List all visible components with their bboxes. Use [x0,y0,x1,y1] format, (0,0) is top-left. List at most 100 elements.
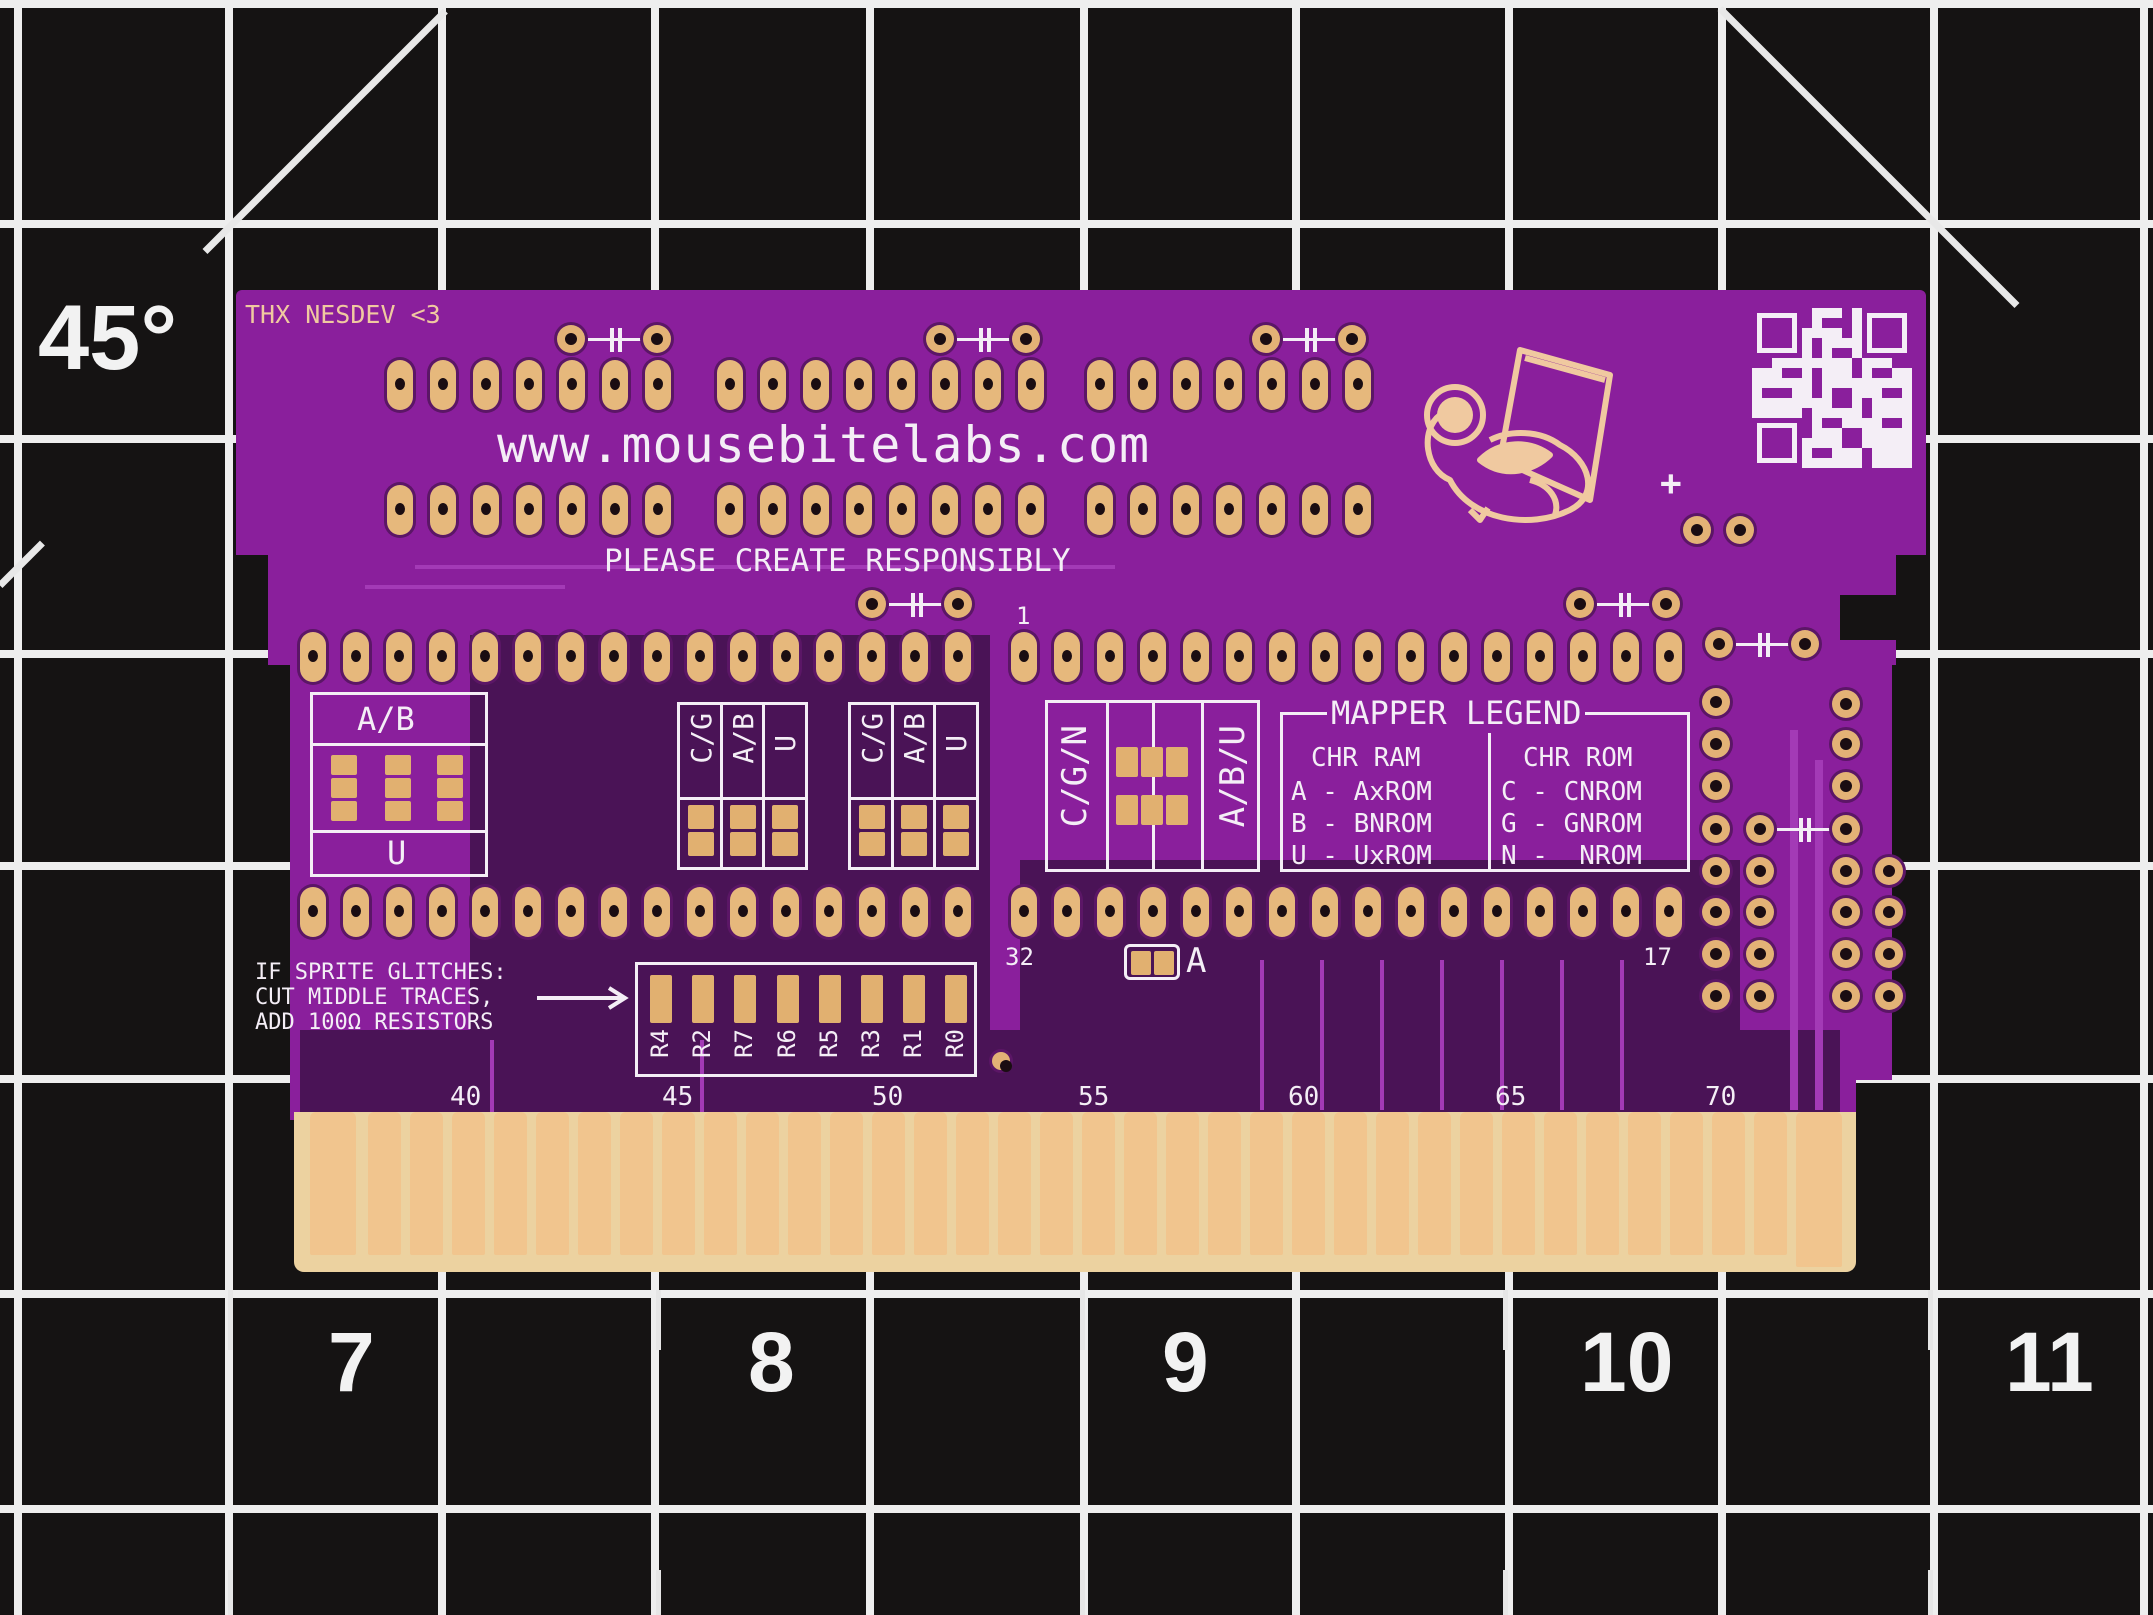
pad [1312,887,1338,937]
mouse-logo-icon [1410,330,1640,540]
pcb-trace [1500,960,1504,1110]
solder-jumper-pad[interactable] [772,805,798,829]
ruler-tick [228,1570,233,1615]
pad [601,887,627,937]
resistor-jumper-pad[interactable] [945,975,967,1023]
solder-jumper-pad[interactable] [901,832,927,856]
pcb-trace [700,1040,704,1115]
edge-finger [1712,1112,1745,1255]
edge-finger [1796,1112,1842,1267]
solder-jumper-pad[interactable] [331,778,357,798]
solder-jumper-pad[interactable] [331,755,357,775]
pad [944,590,972,618]
solder-jumper-pad[interactable] [943,832,969,856]
solder-jumper-pad[interactable] [688,832,714,856]
website-url-text: www.mousebitelabs.com [497,416,1151,474]
pad [1832,690,1860,718]
legend-row: U - UxROM [1291,841,1432,871]
pad [429,887,455,937]
edge-finger [410,1112,443,1255]
solder-jumper-pad[interactable] [901,805,927,829]
solder-jumper-pad[interactable] [331,801,357,821]
jumper-a-label: A [1186,941,1207,981]
solder-jumper-pad[interactable] [1166,795,1188,825]
solder-jumper-pad[interactable] [1154,951,1174,975]
resistor-jumper-pad[interactable] [819,975,841,1023]
pad [1312,632,1338,682]
solder-jumper-pad[interactable] [730,805,756,829]
solder-jumper-pad[interactable] [772,832,798,856]
edge-connector-base [294,1112,1856,1272]
pad [1216,360,1242,410]
edge-finger [536,1112,569,1255]
capacitor-symbol-icon [1597,593,1651,617]
pad [1683,516,1711,544]
pad [902,887,928,937]
resistor-jumper-pad[interactable] [861,975,883,1023]
solder-jumper-pad[interactable] [1116,747,1138,777]
solder-jumper-pad[interactable] [385,755,411,775]
pad [300,632,326,682]
solder-jumper-pad[interactable] [385,778,411,798]
pad [717,360,743,410]
grid-line [0,1290,2153,1298]
pad [760,360,786,410]
solder-jumper-pad[interactable] [730,832,756,856]
solder-jumper-pad[interactable] [1116,795,1138,825]
edge-finger [662,1112,695,1255]
edge-finger [1292,1112,1325,1255]
solder-jumper-pad[interactable] [1131,951,1151,975]
solder-jumper-pad[interactable] [943,805,969,829]
solder-jumper-pad[interactable] [859,805,885,829]
pcb-trace [1380,960,1384,1110]
legend-row: G - GNROM [1501,809,1642,839]
pad [1183,632,1209,682]
resistor-jumper-pad[interactable] [650,975,672,1023]
ruler-tick [656,1570,661,1615]
pad [858,590,886,618]
solder-jumper-pad[interactable] [437,778,463,798]
solder-jumper-pad[interactable] [1141,795,1163,825]
solder-jumper-pad[interactable] [437,801,463,821]
resistor-jumper-pad[interactable] [777,975,799,1023]
capacitor-symbol-icon [889,593,943,617]
solder-jumper-pad[interactable] [688,805,714,829]
pad [1527,887,1553,937]
pad [1183,887,1209,937]
solder-jumper-pad[interactable] [1141,747,1163,777]
ruler-tick [1080,1570,1085,1615]
pad [717,485,743,535]
resistor-label: R4 [646,1029,674,1058]
pad [1702,772,1730,800]
pad [945,887,971,937]
solder-jumper-pad[interactable] [385,801,411,821]
pad [473,360,499,410]
pad [1613,632,1639,682]
jumper-label: A/B [898,713,931,764]
pad [1345,485,1371,535]
edge-finger [452,1112,485,1255]
pad [1259,485,1285,535]
resistor-jumper-pad[interactable] [903,975,925,1023]
solder-jumper-pad[interactable] [437,755,463,775]
edge-finger [1376,1112,1409,1255]
pad [1746,815,1774,843]
pad [846,485,872,535]
resistor-jumper-pad[interactable] [734,975,756,1023]
resistor-jumper-pad[interactable] [692,975,714,1023]
pad [1746,857,1774,885]
pad [932,485,958,535]
resistor-label: R7 [730,1029,758,1058]
pad [945,632,971,682]
jumper-label-right: A/B/U [1213,725,1253,828]
pad [473,485,499,535]
solder-jumper-pad[interactable] [859,832,885,856]
pad [386,887,412,937]
solder-jumper-pad[interactable] [1166,747,1188,777]
edge-finger [1124,1112,1157,1255]
ruler-number: 11 [2005,1315,2094,1409]
edge-finger [620,1112,653,1255]
ruler-tick [1928,1570,1933,1615]
grid-line [225,0,233,1615]
pad [1216,485,1242,535]
